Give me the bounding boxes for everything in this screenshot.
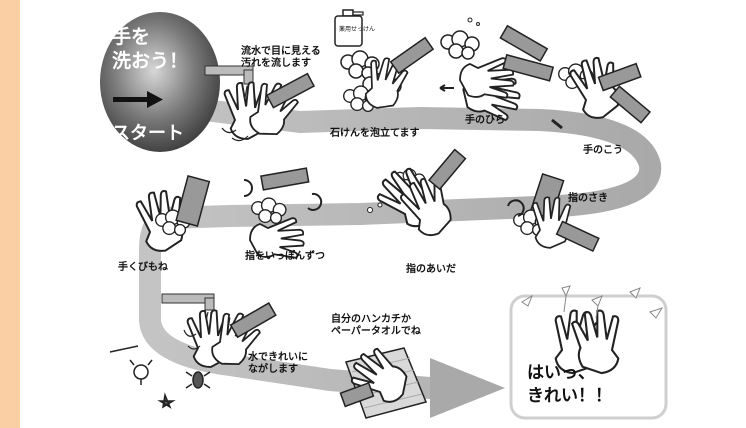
left-accent-bar (0, 0, 20, 428)
start-label: スタート (112, 123, 184, 144)
step-rinse-label: 流水で目に見える 汚れを流します (241, 46, 321, 69)
back-of-hand-icon (551, 50, 652, 130)
step-lather-label: 石けんを泡立てます (330, 128, 420, 139)
each-finger-hands-icon (243, 167, 323, 267)
rinse-off-hands-icon (183, 302, 277, 374)
rinse-hands-icon (221, 72, 316, 144)
fingertips-hands-icon (507, 172, 600, 253)
step-palm-label: 手のひら (465, 115, 505, 126)
step-each-finger-label: 指をいっぽんずつ (245, 251, 325, 262)
soap-bottle-icon (334, 9, 364, 47)
between-fingers-hands-icon (367, 148, 467, 242)
step-between-label: 指のあいだ (406, 264, 456, 275)
finish-label: はいっ、 きれい！！ (527, 363, 612, 406)
step-wrist-label: 手くびもね (118, 262, 168, 273)
towel-icon (339, 341, 428, 419)
start-oval (100, 12, 220, 152)
wrist-hands-icon (133, 174, 211, 256)
germ-icons (109, 345, 211, 409)
lather-hands-icon (340, 36, 435, 113)
step-back-label: 手のこう (583, 145, 623, 156)
start-title: 手を 洗おう！ (112, 26, 189, 72)
start-arrow-icon (113, 91, 163, 108)
soap-bottle-label: 薬用せっけん (339, 26, 376, 33)
step-fingertips-label: 指のさき (568, 193, 608, 204)
step-rinse-off-label: 水できれいに ながします (248, 352, 308, 375)
sparkle-flags-icon (521, 285, 664, 319)
palm-hands-icon (439, 17, 555, 123)
flow-arrow-head (430, 358, 505, 418)
step-dry-label: 自分のハンカチか ペーパータオルでね (331, 314, 421, 337)
flow-path (139, 99, 662, 399)
